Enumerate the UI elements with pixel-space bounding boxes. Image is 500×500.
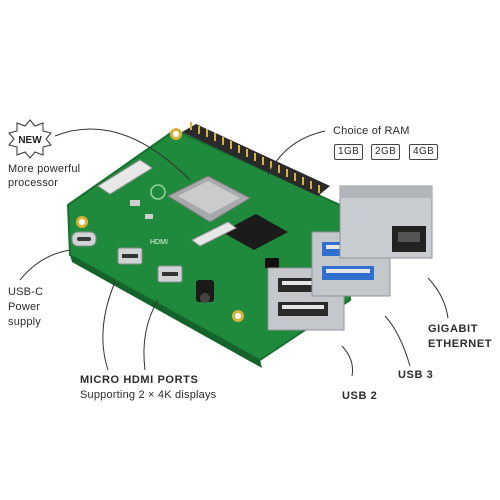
camera-connector <box>191 221 237 247</box>
mounting-hole <box>79 219 85 225</box>
callout-hdmi-1 <box>102 281 116 371</box>
new-badge-icon <box>8 119 52 159</box>
ram-option-4gb: 4GB <box>409 144 439 160</box>
processor-line-1: More powerful <box>8 163 81 175</box>
ram-chip <box>222 214 288 250</box>
callout-processor <box>54 128 191 181</box>
callout-usb3 <box>384 315 411 367</box>
callout-ram <box>267 130 326 176</box>
usb2-label: USB 2 <box>342 390 378 402</box>
gpio-pins <box>190 122 320 193</box>
ram-option-2gb: 2GB <box>371 144 401 160</box>
usbc-line-2: supply <box>8 316 41 328</box>
hdmi-subtitle: Supporting 2 × 4K displays <box>80 389 217 401</box>
ram-option-1gb: 1GB <box>334 144 364 160</box>
component <box>265 258 279 268</box>
display-connector <box>97 159 153 195</box>
usbc-title: USB-C <box>8 286 44 298</box>
hdmi-title: MICRO HDMI PORTS <box>80 374 199 386</box>
usb3-label: USB 3 <box>398 369 434 381</box>
callout-usb2 <box>341 345 353 377</box>
new-badge-text: NEW <box>18 135 42 146</box>
component <box>130 200 140 206</box>
callout-ethernet <box>427 277 449 319</box>
soc-heatspreader <box>178 181 240 214</box>
processor-line-2: processor <box>8 177 59 189</box>
mounting-hole <box>173 131 179 137</box>
ethernet-line-1: GIGABIT <box>428 323 479 335</box>
callout-usbc <box>19 249 71 281</box>
mounting-hole <box>235 313 241 319</box>
ethernet-line-2: ETHERNET <box>428 338 493 350</box>
ram-title: Choice of RAM <box>333 125 410 137</box>
callout-hdmi-2 <box>143 299 159 371</box>
board-marking: HDMI <box>150 239 168 246</box>
raspberry-logo <box>150 184 166 200</box>
usbc-line-1: Power <box>8 301 41 313</box>
pcb-edge <box>70 255 262 368</box>
component <box>145 214 153 219</box>
